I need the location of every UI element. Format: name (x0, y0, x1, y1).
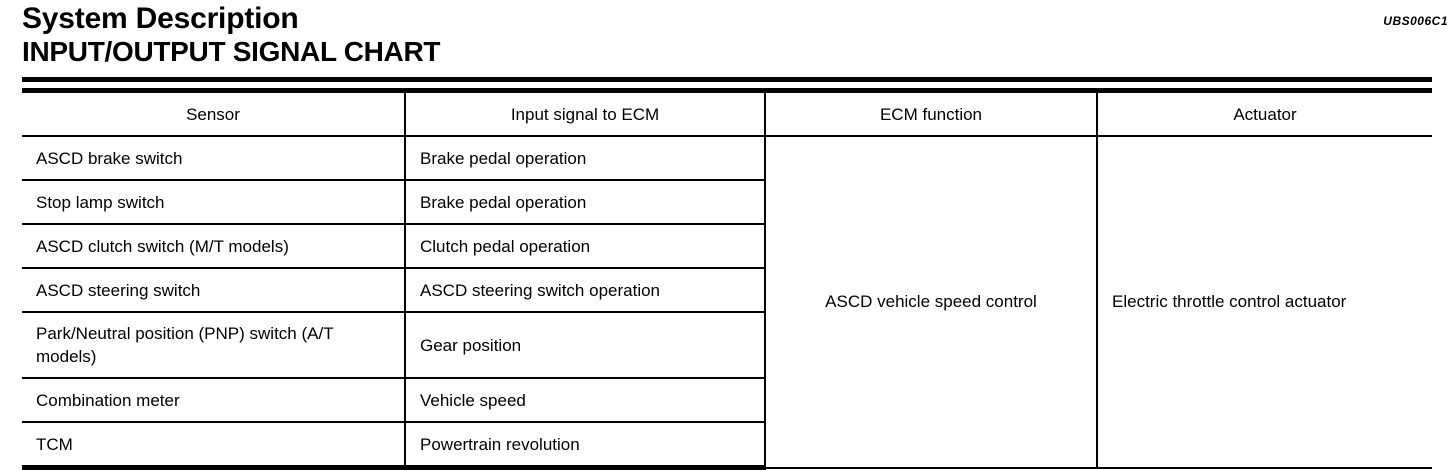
cell-input-signal: Powertrain revolution (404, 422, 765, 470)
cell-actuator-merged: Electric throttle control actuator (1096, 136, 1432, 469)
table-row: ASCD clutch switch (M/T models) Clutch p… (22, 224, 1432, 269)
cell-sensor: Park/Neutral position (PNP) switch (A/T … (22, 312, 405, 379)
signal-chart-container: Sensor Input signal to ECM ECM function … (22, 88, 1432, 470)
table-row: ASCD steering switch ASCD steering switc… (22, 268, 1432, 313)
header-divider (22, 77, 1432, 82)
cell-input-signal: Vehicle speed (404, 378, 765, 423)
column-header-ecm-function: ECM function (764, 88, 1097, 137)
cell-sensor: TCM (22, 422, 405, 470)
table-row: Stop lamp switch Brake pedal operation (22, 180, 1432, 225)
cell-sensor: Stop lamp switch (22, 180, 405, 225)
cell-input-signal: Clutch pedal operation (404, 224, 765, 269)
cell-input-signal: Brake pedal operation (404, 136, 765, 181)
cell-sensor: ASCD clutch switch (M/T models) (22, 224, 405, 269)
table-row: TCM Powertrain revolution (22, 422, 1432, 470)
page-header: System Description INPUT/OUTPUT SIGNAL C… (0, 0, 1456, 88)
table-body: ASCD brake switch Brake pedal operation … (22, 136, 1432, 470)
column-header-sensor: Sensor (22, 88, 405, 137)
table-header-row: Sensor Input signal to ECM ECM function … (22, 88, 1432, 137)
cell-input-signal: Gear position (404, 312, 765, 379)
page-subtitle: INPUT/OUTPUT SIGNAL CHART (22, 36, 441, 67)
input-output-signal-chart: Sensor Input signal to ECM ECM function … (22, 88, 1432, 470)
document-code: UBS006C1 (1383, 14, 1448, 28)
table-header: Sensor Input signal to ECM ECM function … (22, 88, 1432, 137)
cell-sensor: ASCD brake switch (22, 136, 405, 181)
table-row: Combination meter Vehicle speed (22, 378, 1432, 423)
table-row: Park/Neutral position (PNP) switch (A/T … (22, 312, 1432, 379)
cell-sensor: Combination meter (22, 378, 405, 423)
cell-sensor: ASCD steering switch (22, 268, 405, 313)
column-header-actuator: Actuator (1096, 88, 1432, 137)
page-title: System Description (22, 2, 299, 35)
column-header-input-signal: Input signal to ECM (404, 88, 765, 137)
table-row: ASCD brake switch Brake pedal operation … (22, 136, 1432, 469)
cell-input-signal: Brake pedal operation (404, 180, 765, 225)
cell-input-signal: ASCD steering switch operation (404, 268, 765, 313)
cell-ecm-function-merged: ASCD vehicle speed control (764, 136, 1097, 469)
